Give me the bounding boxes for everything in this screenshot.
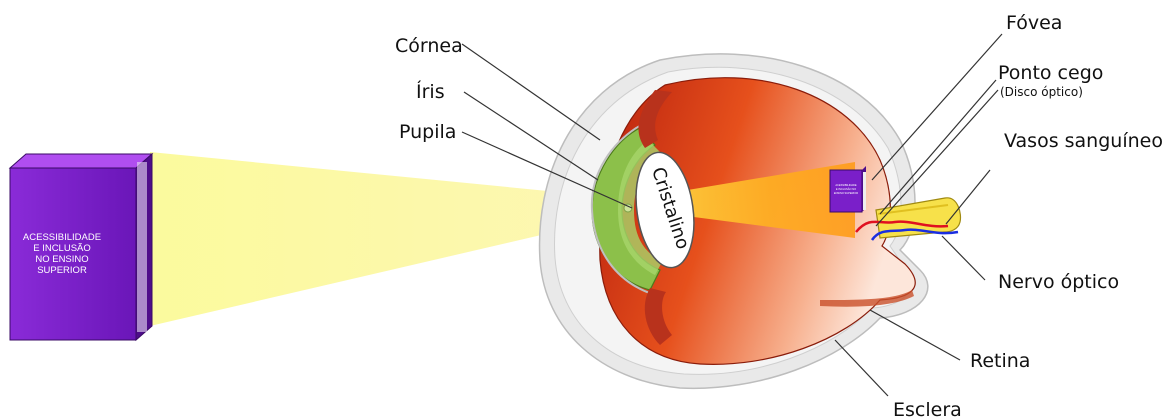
label-pupila: Pupila bbox=[399, 121, 456, 143]
svg-text:ACESSIBILIDADE: ACESSIBILIDADE bbox=[835, 183, 857, 187]
label-iris: Íris bbox=[416, 80, 445, 103]
label-ponto-cego: Ponto cego bbox=[998, 62, 1103, 84]
retina-image-book: ACESSIBILIDADE E INCLUSÃO NO ENSINO SUPE… bbox=[830, 166, 866, 212]
book-title-line-2: E INCLUSÃO bbox=[33, 243, 91, 254]
label-cornea: Córnea bbox=[395, 35, 463, 57]
book-title-line-4: SUPERIOR bbox=[37, 265, 87, 276]
label-vasos: Vasos sanguíneos bbox=[1004, 130, 1163, 152]
label-fovea: Fóvea bbox=[1006, 12, 1062, 34]
label-esclera: Esclera bbox=[893, 399, 962, 419]
label-disco-optico: (Disco óptico) bbox=[1000, 85, 1083, 99]
svg-text:ENSINO SUPERIOR: ENSINO SUPERIOR bbox=[834, 191, 858, 195]
label-retina: Retina bbox=[970, 350, 1030, 372]
book-title-line-1: ACESSIBILIDADE bbox=[23, 232, 101, 243]
book: ACESSIBILIDADE E INCLUSÃO NO ENSINO SUPE… bbox=[10, 154, 152, 340]
label-nervo: Nervo óptico bbox=[998, 271, 1119, 293]
book-title-line-3: NO ENSINO bbox=[35, 254, 88, 265]
